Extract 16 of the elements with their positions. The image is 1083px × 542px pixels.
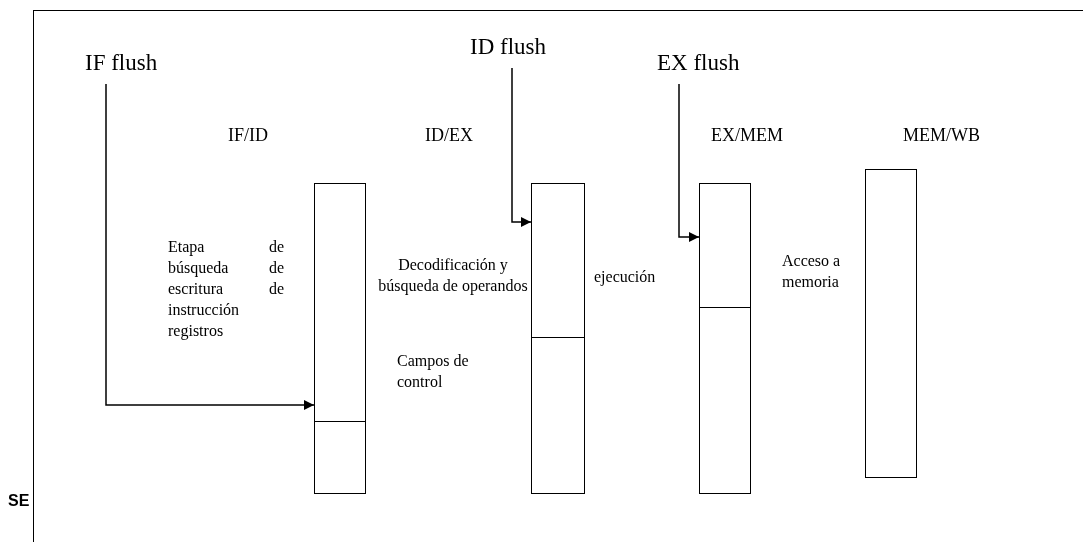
register-label: MEM/WB (903, 125, 980, 146)
signal-label: IF flush (85, 50, 158, 76)
stage-label: Acceso a memoria (782, 251, 842, 292)
register-label: IF/ID (228, 125, 268, 146)
stage-label: Decodificación y búsqueda de operandos (378, 255, 528, 296)
signal-label: EX flush (657, 50, 740, 76)
register-label: ID/EX (425, 125, 473, 146)
register-label: EX/MEM (711, 125, 783, 146)
flush-arrow (105, 83, 315, 410)
stage-label: Etapa de búsqueda de escritura de instrucción registros (168, 237, 284, 341)
flush-arrow (511, 67, 532, 227)
stage-label: ejecución (594, 267, 657, 287)
cut-off-text: SE (8, 491, 30, 511)
stage-label: Campos de control (397, 351, 470, 392)
signal-label: ID flush (470, 34, 547, 60)
flush-arrow (678, 83, 700, 242)
